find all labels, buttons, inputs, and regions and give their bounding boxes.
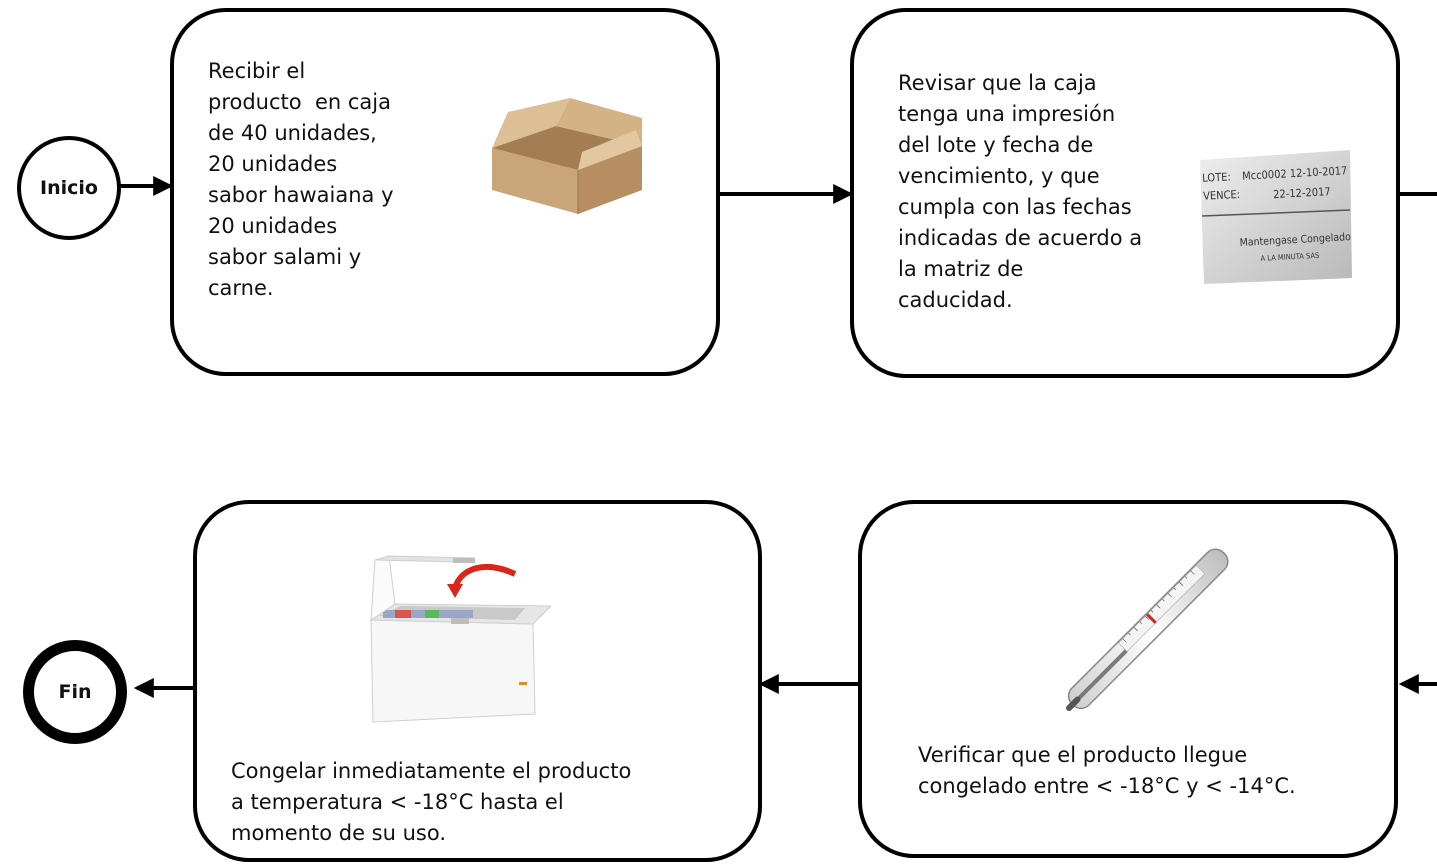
step1-line: producto en caja xyxy=(208,90,391,114)
chest-freezer-image xyxy=(369,555,551,723)
step2-line: Revisar que la caja xyxy=(898,71,1097,95)
step1-line: 20 unidades xyxy=(208,152,338,176)
step1-line: sabor salami y xyxy=(208,245,362,269)
step1-line: de 40 unidades, xyxy=(208,121,377,145)
lot-label-lote-key: LOTE: xyxy=(1202,170,1231,184)
step2-box: Revisar que la caja tenga una impresión … xyxy=(850,8,1400,378)
lot-label-note2: A LA MINUTA SAS xyxy=(1260,251,1319,263)
lot-label-vence-key: VENCE: xyxy=(1203,188,1241,203)
lot-label-lote-value: Mcc0002 12-10-2017 xyxy=(1242,164,1348,182)
step3-box: Verificar que el producto llegue congela… xyxy=(858,500,1398,858)
lot-label-image: LOTE: Mcc0002 12-10-2017 VENCE: 22-12-20… xyxy=(1200,150,1352,284)
end-node: Fin xyxy=(23,640,127,744)
step2-text: Revisar que la caja tenga una impresión … xyxy=(898,68,1142,316)
cardboard-box-image xyxy=(492,98,642,214)
lot-label-note1: Mantengase Congelado xyxy=(1239,231,1351,249)
step3-text: Verificar que el producto llegue congela… xyxy=(918,740,1296,802)
step1-line: carne. xyxy=(208,276,274,300)
step1-line: sabor hawaiana y xyxy=(208,183,394,207)
step2-line: cumpla con las fechas xyxy=(898,195,1132,219)
step2-line: tenga una impresión xyxy=(898,102,1116,126)
step2-line: vencimiento, y que xyxy=(898,164,1100,188)
lot-label-vence-value: 22-12-2017 xyxy=(1273,185,1331,201)
start-node-label: Inicio xyxy=(40,177,98,199)
step3-line: Verificar que el producto llegue xyxy=(918,743,1248,767)
step2-line: caducidad. xyxy=(898,288,1013,312)
step4-line: Congelar inmediatamente el producto xyxy=(231,759,632,783)
step4-text: Congelar inmediatamente el producto a te… xyxy=(231,756,631,849)
step4-box: Congelar inmediatamente el producto a te… xyxy=(193,500,762,862)
step4-line: momento de su uso. xyxy=(231,821,447,845)
step2-line: la matriz de xyxy=(898,257,1024,281)
thermometer-image xyxy=(1066,548,1229,711)
step4-line: a temperatura < -18°C hasta el xyxy=(231,790,564,814)
step1-line: Recibir el xyxy=(208,59,306,83)
step1-box: Recibir el producto en caja de 40 unidad… xyxy=(170,8,720,376)
step2-line: indicadas de acuerdo a xyxy=(898,226,1143,250)
step3-line: congelado entre < -18°C y < -14°C. xyxy=(918,774,1296,798)
end-node-label: Fin xyxy=(58,681,92,703)
start-node: Inicio xyxy=(17,136,121,240)
step2-line: del lote y fecha de xyxy=(898,133,1094,157)
step1-text: Recibir el producto en caja de 40 unidad… xyxy=(208,56,394,304)
step1-line: 20 unidades xyxy=(208,214,338,238)
